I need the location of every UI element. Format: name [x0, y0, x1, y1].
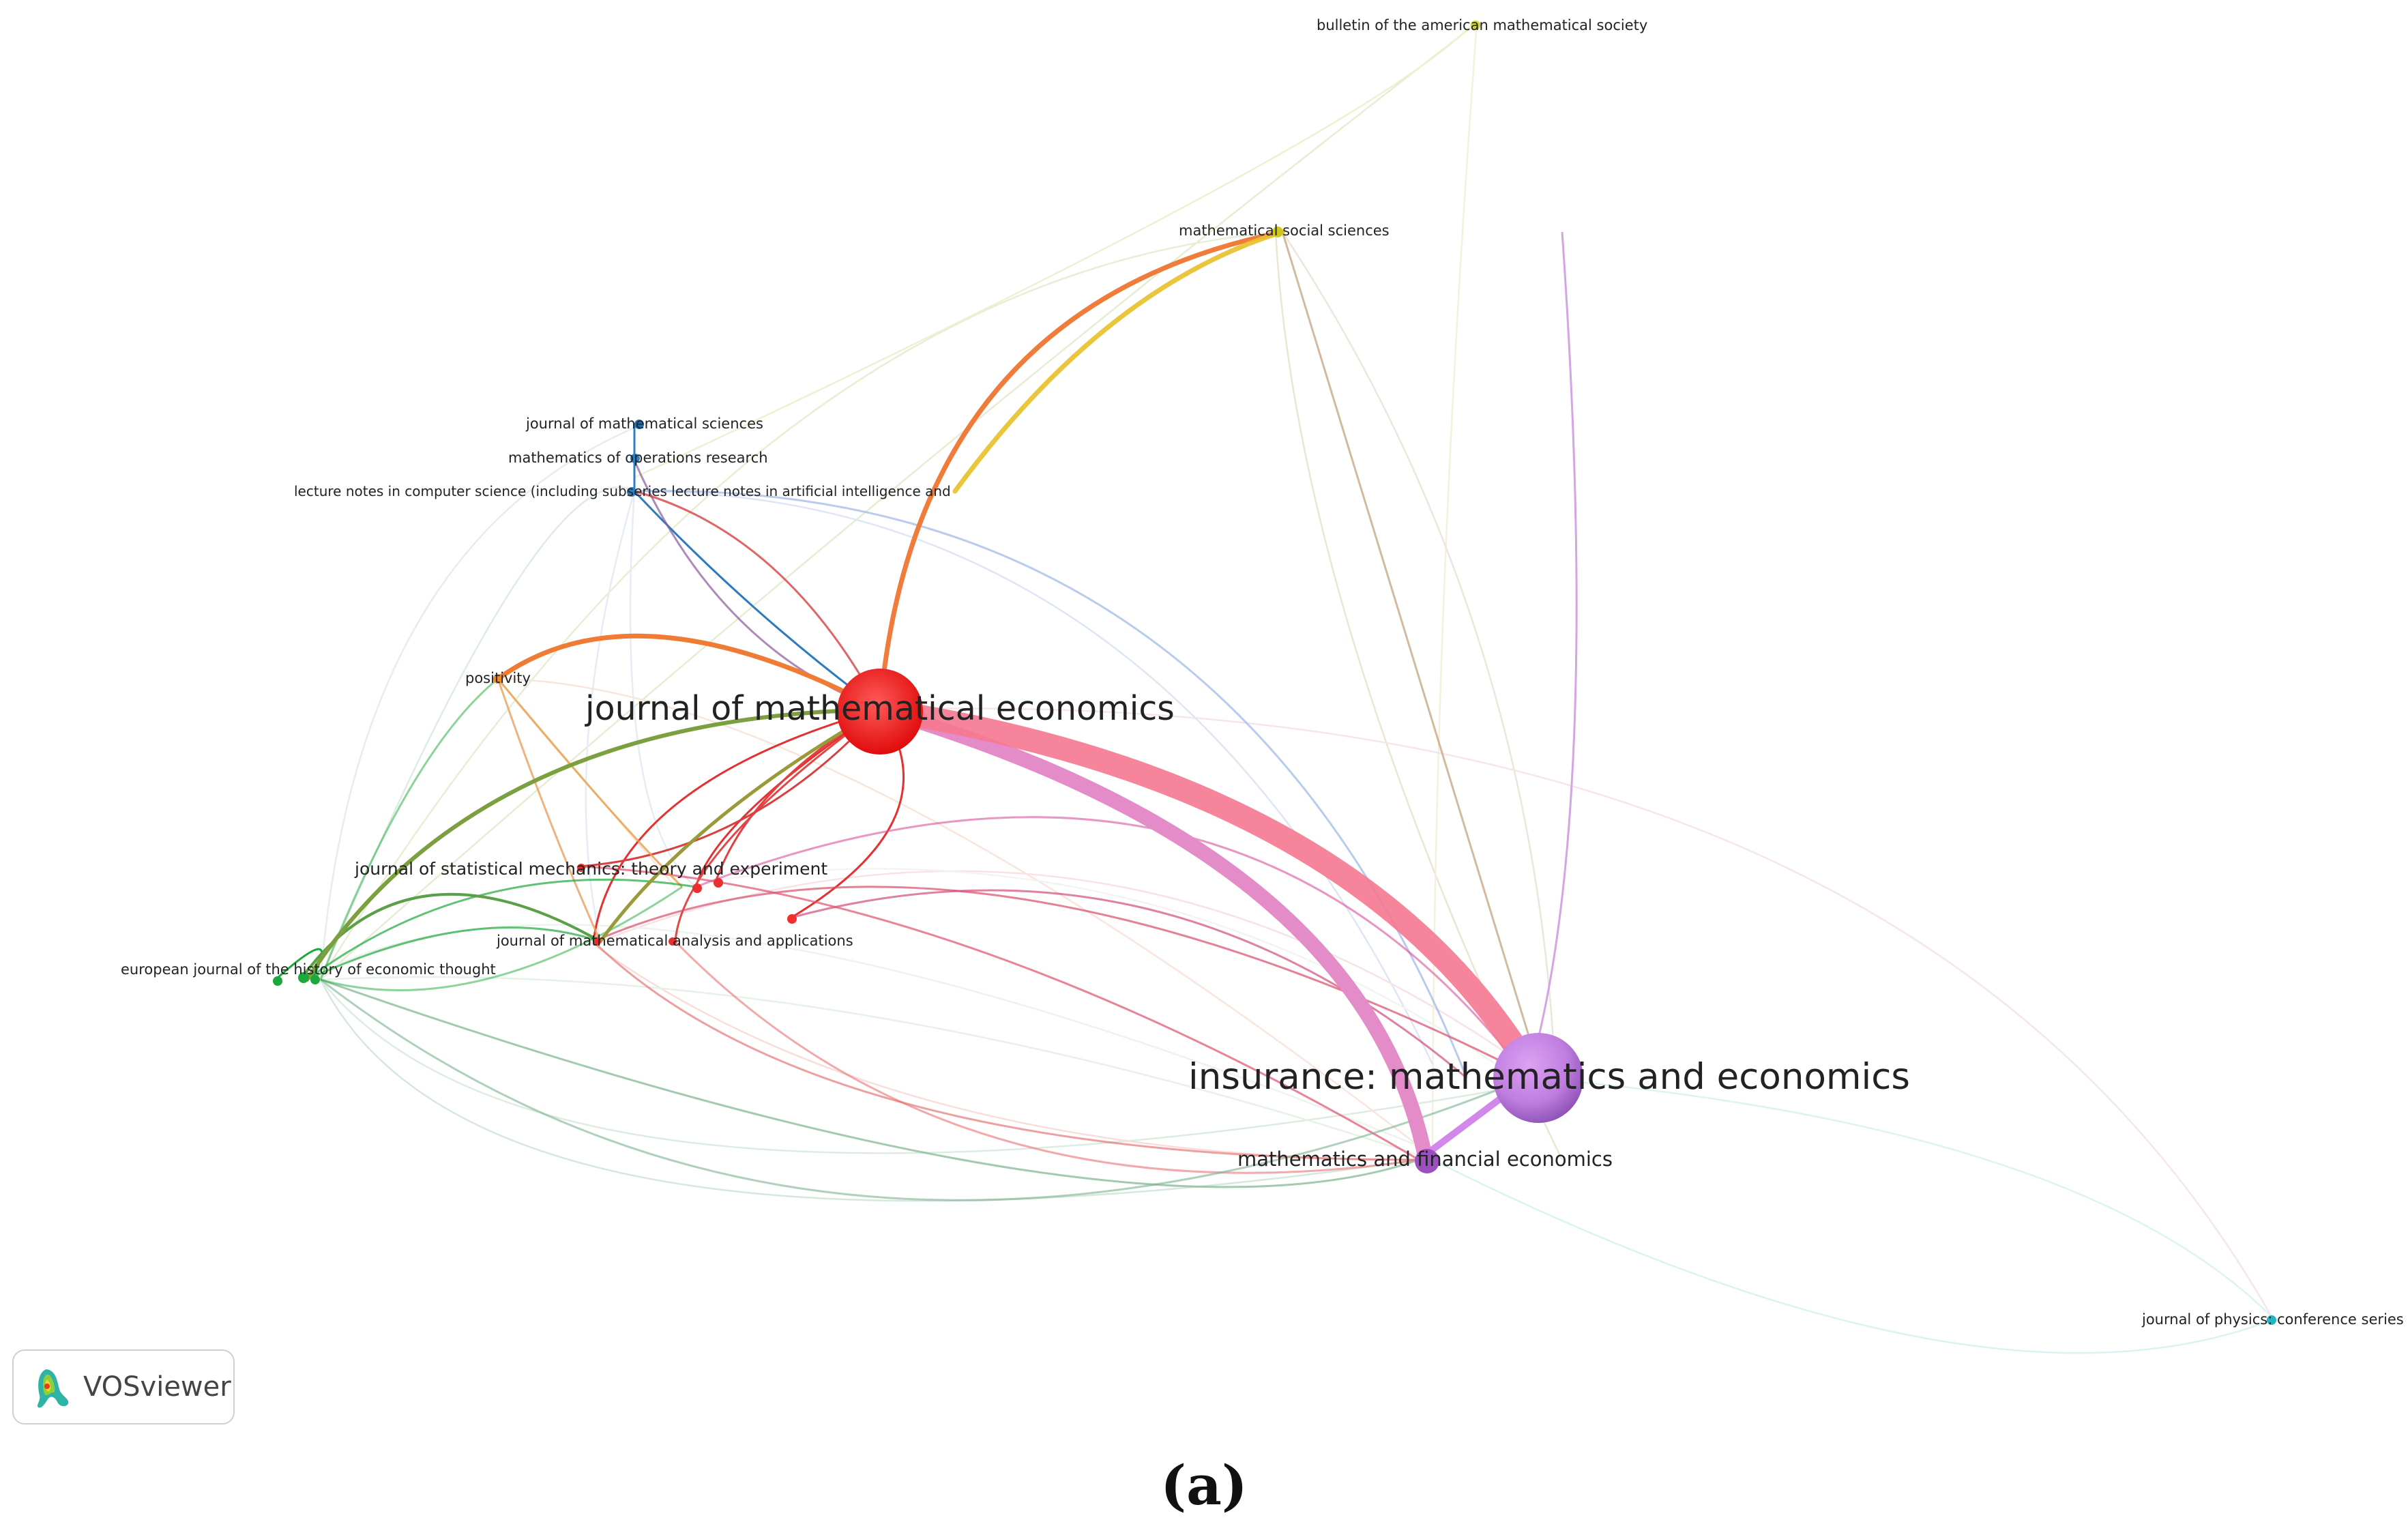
- label-jsm: journal of statistical mechanics: theory…: [354, 859, 827, 879]
- label-lncs: lecture notes in computer science (inclu…: [294, 483, 951, 499]
- label-positivity: positivity: [465, 670, 531, 686]
- node-red-small-a[interactable]: [692, 883, 702, 893]
- node-insurance-mathematics-economics[interactable]: [1493, 1033, 1583, 1123]
- green-cluster-links: [275, 677, 696, 992]
- node-ejhet[interactable]: [273, 976, 282, 986]
- label-mss: mathematical social sciences: [1179, 222, 1390, 239]
- node-red-small-c[interactable]: [787, 914, 797, 924]
- node-mathematical-social-sciences[interactable]: [1272, 226, 1283, 237]
- node-journal-physics-conference-series[interactable]: [2267, 1315, 2276, 1325]
- vosviewer-logo-icon: [37, 1369, 69, 1408]
- label-bams: bulletin of the american mathematical so…: [1317, 17, 1647, 33]
- node-journal-mathematical-economics[interactable]: [837, 669, 923, 755]
- label-mfe: mathematics and financial economics: [1237, 1147, 1613, 1171]
- panel-caption: (a): [1160, 1453, 1248, 1517]
- node-journal-math-analysis-applications[interactable]: [593, 937, 601, 946]
- node-mathematics-operations-research[interactable]: [630, 454, 640, 463]
- node-lecture-notes-cs[interactable]: [627, 487, 636, 497]
- vosviewer-logo-text: VOSviewer: [83, 1371, 231, 1403]
- label-jms: journal of mathematical sciences: [525, 415, 763, 432]
- node-jsm-theory-experiment[interactable]: [577, 864, 585, 872]
- vosviewer-badge: VOSviewer: [12, 1349, 235, 1424]
- node-journal-mathematical-sciences[interactable]: [634, 420, 644, 429]
- node-red-small-b[interactable]: [714, 878, 723, 888]
- label-ime: insurance: mathematics and economics: [1188, 1056, 1910, 1098]
- node-mathematics-financial-economics[interactable]: [1415, 1149, 1439, 1173]
- node-green-small-b[interactable]: [310, 975, 320, 984]
- node-red-small-d[interactable]: [669, 937, 677, 946]
- network-nodes: [273, 20, 2276, 1325]
- label-jmaa: journal of mathematical analysis and app…: [496, 933, 853, 949]
- node-labels: bulletin of the american mathematical so…: [121, 17, 2404, 1328]
- node-positivity[interactable]: [493, 674, 503, 684]
- node-green-small-a[interactable]: [298, 972, 309, 983]
- label-jpcs: journal of physics: conference series: [2141, 1311, 2404, 1328]
- label-ejhet: european journal of the history of econo…: [121, 961, 496, 978]
- strong-links: [305, 229, 1546, 1167]
- label-mor: mathematics of operations research: [508, 450, 768, 466]
- node-bulletin-ams[interactable]: [1471, 20, 1480, 30]
- label-jme: journal of mathematical economics: [585, 689, 1175, 728]
